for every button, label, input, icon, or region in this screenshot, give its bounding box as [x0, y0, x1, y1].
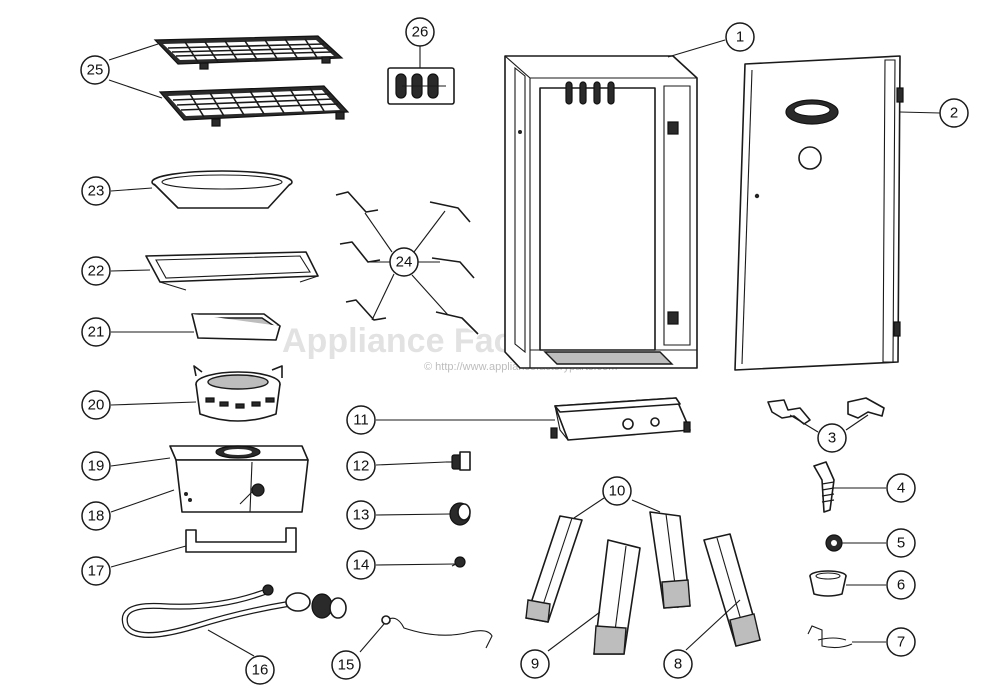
callout-18: 18: [81, 501, 111, 531]
svg-text:21: 21: [88, 324, 105, 341]
leg-front-middle: [593, 539, 641, 655]
svg-text:10: 10: [609, 483, 626, 500]
svg-text:19: 19: [88, 458, 105, 475]
burner-bracket: [185, 527, 297, 553]
thermometer-nut: [825, 534, 843, 552]
callout-21: 21: [81, 317, 111, 347]
callout-17: 17: [81, 556, 111, 586]
vent-damper: [387, 67, 455, 105]
callout-14: 14: [346, 550, 376, 580]
callout-26: 26: [405, 17, 435, 47]
callout-7: 7: [886, 627, 916, 657]
door-hook: [807, 625, 853, 649]
callout-22: 22: [81, 256, 111, 286]
callout-5: 5: [886, 528, 916, 558]
igniter: [446, 451, 471, 471]
svg-text:13: 13: [353, 507, 370, 524]
control-knob: [449, 502, 471, 526]
water-pan: [151, 170, 293, 209]
svg-text:25: 25: [87, 62, 104, 79]
callout-6: 6: [886, 570, 916, 600]
svg-text:16: 16: [252, 662, 269, 679]
callout-1: 1: [725, 22, 755, 52]
svg-text:15: 15: [338, 657, 355, 674]
svg-text:9: 9: [531, 656, 539, 673]
callout-23: 23: [81, 176, 111, 206]
leg-front-left: [525, 515, 583, 623]
callout-24: 24: [389, 247, 419, 277]
cooking-grate-lower: [158, 85, 350, 127]
thermometer: [813, 461, 835, 513]
leader-lines: [108, 39, 941, 657]
callout-19: 19: [81, 451, 111, 481]
svg-text:4: 4: [897, 480, 905, 497]
callout-20: 20: [81, 390, 111, 420]
callout-15: 15: [331, 650, 361, 680]
svg-text:7: 7: [897, 634, 905, 651]
callout-3: 3: [817, 423, 847, 453]
svg-text:14: 14: [353, 557, 370, 574]
burner-box: [169, 445, 309, 513]
callout-12: 12: [346, 451, 376, 481]
svg-text:2: 2: [950, 105, 958, 122]
gas-hose-regulator: [121, 584, 347, 638]
cooking-grate-upper: [153, 35, 344, 70]
svg-text:3: 3: [828, 430, 836, 447]
svg-text:11: 11: [353, 412, 369, 429]
callout-4: 4: [886, 473, 916, 503]
electrode-wire: [381, 615, 493, 649]
callout-11: 11: [346, 405, 376, 435]
svg-text:23: 23: [88, 183, 105, 200]
svg-text:12: 12: [353, 458, 370, 475]
callout-9: 9: [520, 649, 550, 679]
thermometer-bezel: [809, 570, 847, 597]
svg-text:20: 20: [88, 397, 105, 414]
callout-10: 10: [602, 476, 632, 506]
svg-text:24: 24: [396, 254, 413, 271]
callout-16: 16: [245, 655, 275, 685]
callout-8: 8: [663, 649, 693, 679]
callout-25: 25: [80, 55, 110, 85]
svg-text:5: 5: [897, 535, 905, 552]
control-panel: [550, 397, 691, 441]
svg-text:17: 17: [88, 563, 105, 580]
door-latches: [767, 397, 885, 425]
svg-text:1: 1: [736, 29, 744, 46]
valve-nut: [451, 556, 466, 568]
chip-tray-rack: [145, 251, 319, 291]
leg-back-middle: [649, 511, 691, 609]
rack-supports: [335, 191, 479, 335]
callout-13: 13: [346, 500, 376, 530]
leg-back-right: [703, 533, 761, 647]
smoker-body: [504, 55, 698, 369]
burner: [193, 365, 283, 422]
smoker-door: [734, 55, 904, 371]
svg-text:18: 18: [88, 508, 105, 525]
svg-text:22: 22: [88, 263, 105, 280]
svg-text:8: 8: [674, 656, 682, 673]
wood-chip-tray: [191, 313, 281, 341]
callout-2: 2: [939, 98, 969, 128]
svg-text:26: 26: [412, 24, 429, 41]
svg-text:6: 6: [897, 577, 905, 594]
